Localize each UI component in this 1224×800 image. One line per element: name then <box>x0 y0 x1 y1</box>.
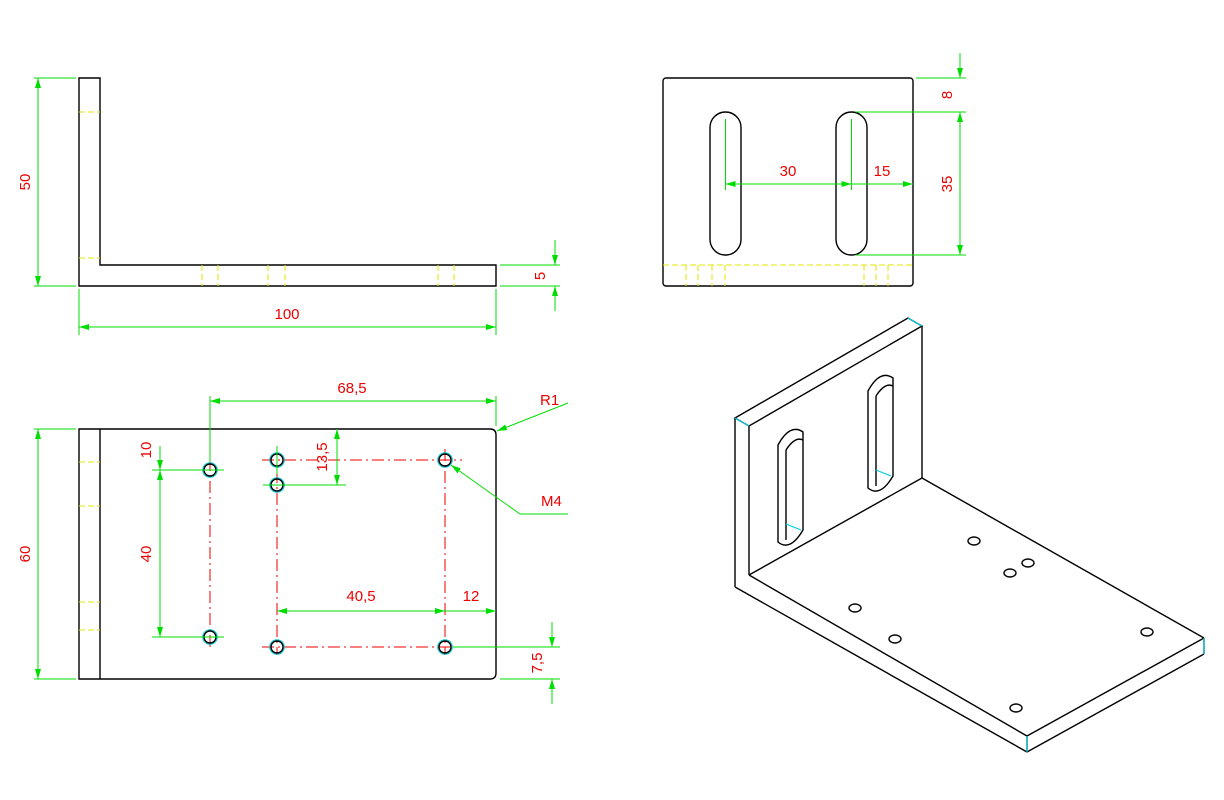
dimension-height: 50 <box>17 77 76 287</box>
dimension-edge-y: 7,5 <box>453 622 560 704</box>
hole <box>269 639 285 655</box>
dimension-edge-offset-label: 15 <box>874 163 891 180</box>
dimension-hole-x: 68,5 <box>209 380 497 462</box>
side-view-center-lines <box>725 119 852 190</box>
side-view: 30 15 8 35 <box>662 53 966 287</box>
mounting-holes <box>196 446 453 655</box>
hole <box>269 446 285 474</box>
thread-callout: M4 <box>450 464 568 515</box>
dimension-slot-vertical: 8 35 <box>856 53 966 256</box>
dimension-length-label: 100 <box>274 306 299 323</box>
side-view-outline <box>662 77 914 287</box>
dimension-hole-x-label: 68,5 <box>337 380 366 397</box>
dimension-thickness-label: 5 <box>532 272 549 280</box>
dimension-slot-length-label: 35 <box>939 176 956 193</box>
side-view-hidden-lines <box>663 264 913 286</box>
dimension-width: 60 <box>17 428 76 680</box>
thread-callout-label: M4 <box>541 493 562 510</box>
dimension-hole-spacing-x: 40,5 <box>277 588 445 614</box>
dimension-edge-y-label: 7,5 <box>529 653 546 674</box>
radius-callout-label: R1 <box>540 392 559 409</box>
bracket-3d-view <box>733 317 1205 753</box>
dimension-slot-spacing: 30 <box>725 163 852 187</box>
dimension-row-offset-label: 10 <box>138 442 155 459</box>
dimension-width-label: 60 <box>17 546 34 563</box>
dimension-hole-spacing-x-label: 40,5 <box>346 588 375 605</box>
front-view-outline <box>78 77 497 287</box>
dimension-small-offset-label: 13,5 <box>314 442 331 471</box>
dimension-length: 100 <box>78 289 497 335</box>
top-view-center-lines <box>209 449 462 655</box>
dimension-edge-x: 12 <box>445 588 496 614</box>
dimension-thickness: 5 <box>500 240 560 311</box>
hole <box>437 452 453 468</box>
front-view: 50 100 5 <box>17 77 560 335</box>
top-view-hidden-lines <box>79 461 100 631</box>
dimension-hole-spacing-y-label: 40 <box>138 546 155 563</box>
top-view-outline <box>78 428 497 680</box>
dimension-edge-x-label: 12 <box>463 588 480 605</box>
front-view-hidden-lines <box>79 111 455 286</box>
radius-callout: R1 <box>496 392 569 432</box>
dimension-slot-spacing-label: 30 <box>780 163 797 180</box>
dimension-edge-offset: 15 <box>851 163 913 187</box>
hole <box>437 639 453 655</box>
dimension-hole-y: 10 40 <box>138 442 202 638</box>
top-view: 68,5 R1 M4 60 10 40 <box>17 380 569 704</box>
dimension-small-offset: 13,5 <box>285 429 346 486</box>
dimension-top-offset-label: 8 <box>939 91 956 99</box>
dimension-height-label: 50 <box>17 174 34 191</box>
